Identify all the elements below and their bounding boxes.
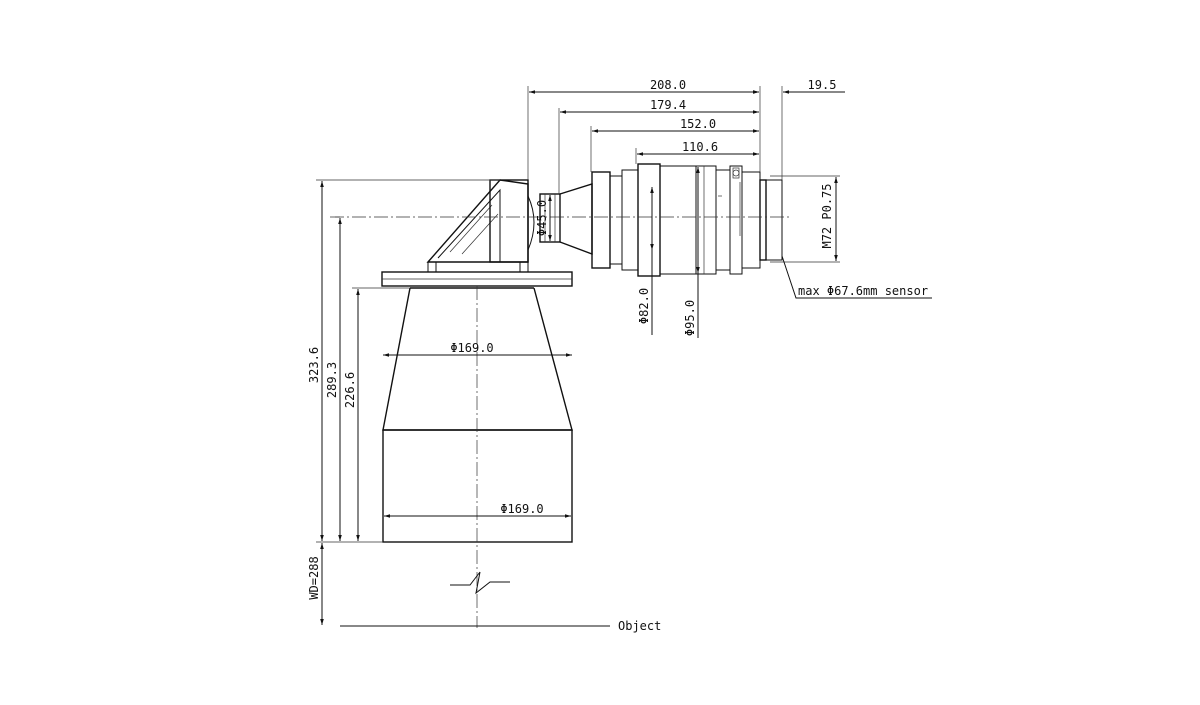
- rear-diameter-dimensions: [548, 167, 932, 338]
- lens-rear-barrel: [539, 163, 783, 277]
- height-dimensions: [316, 179, 500, 625]
- dim-phi-45: Φ45.0: [535, 200, 549, 236]
- dim-phi-169-top: Φ169.0: [450, 341, 493, 355]
- dim-phi-169-bottom: Φ169.0: [500, 502, 543, 516]
- dim-phi-95: Φ95.0: [683, 300, 697, 336]
- top-dimensions: [527, 86, 845, 194]
- dimension-text-front: Φ169.0 Φ169.0: [450, 341, 543, 516]
- sensor-note: max Φ67.6mm sensor: [798, 284, 928, 298]
- dimension-text-rear: Φ45.0 Φ82.0 Φ95.0 M72 P0.75 max Φ67.6mm …: [535, 183, 928, 336]
- dim-226-6: 226.6: [343, 372, 357, 408]
- dim-152: 152.0: [680, 117, 716, 131]
- prism-mirror-housing: [426, 179, 535, 273]
- dim-thread: M72 P0.75: [820, 183, 834, 248]
- dim-323-6: 323.6: [307, 347, 321, 383]
- dim-phi-82: Φ82.0: [637, 288, 651, 324]
- dim-208: 208.0: [650, 78, 686, 92]
- front-diameter-dimensions: [383, 353, 572, 518]
- dim-289-3: 289.3: [325, 362, 339, 398]
- dimension-text-top: 208.0 19.5 179.4 152.0 110.6: [650, 78, 837, 154]
- dim-179-4: 179.4: [650, 98, 686, 112]
- dimension-text-heights: 323.6 289.3 226.6 WD=288: [307, 347, 357, 600]
- dim-110-6: 110.6: [682, 140, 718, 154]
- dim-19-5: 19.5: [808, 78, 837, 92]
- object-label: Object: [618, 619, 661, 633]
- optical-center-lines: [330, 216, 790, 628]
- dim-working-distance: WD=288: [307, 556, 321, 599]
